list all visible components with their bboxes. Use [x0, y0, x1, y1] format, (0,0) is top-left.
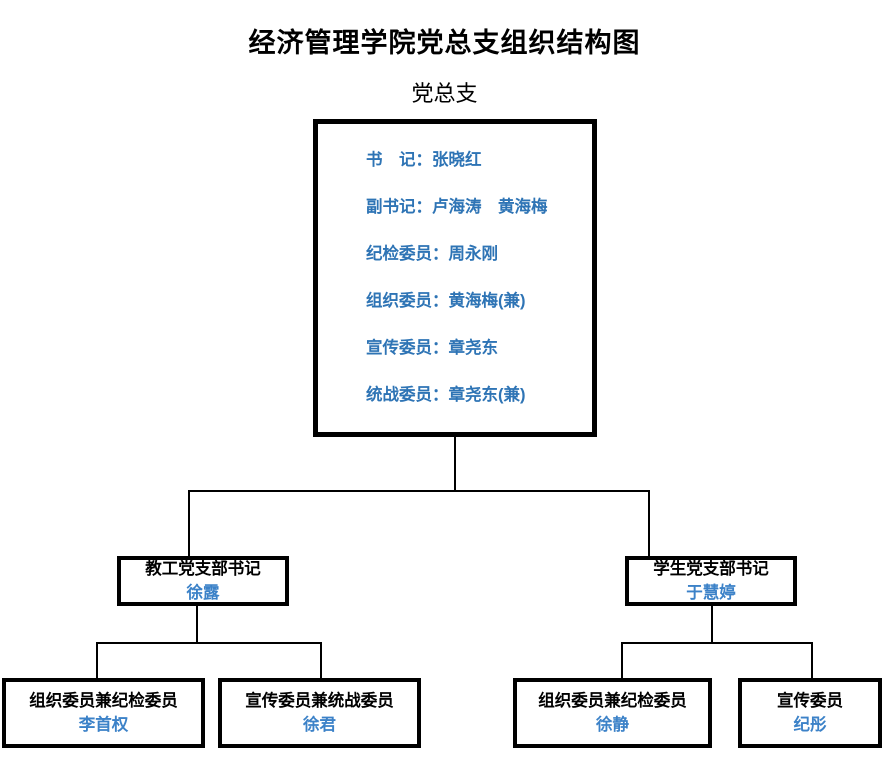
root-position-deputy-secretary: 副书记：卢海涛 黄海梅 [318, 197, 592, 218]
root-position-united-front-member: 统战委员：章尧东(兼) [318, 385, 592, 406]
node-faculty-pub-name: 徐君 [303, 715, 336, 734]
root-position-united-front-member-text: 统战委员：章尧东(兼) [366, 386, 526, 404]
connector-faculty-child-right-drop [320, 642, 322, 678]
connector-student-branch-drop [648, 490, 650, 556]
page-title: 经济管理学院党总支组织结构图 [248, 28, 641, 58]
node-faculty-branch-secretary[interactable]: 教工党支部书记 徐露 [117, 556, 289, 606]
node-student-pub-role: 宣传委员 [777, 691, 843, 710]
chart-subtitle: 党总支 [411, 81, 478, 106]
root-position-organization-member-text: 组织委员：黄海梅(兼) [366, 292, 526, 310]
root-position-discipline-member-text: 纪检委员：周永刚 [366, 245, 498, 263]
connector-faculty-branch-drop [188, 490, 190, 556]
node-faculty-branch-name: 徐露 [186, 583, 220, 602]
connector-student-stem [711, 606, 713, 643]
root-position-discipline-member: 纪检委员：周永刚 [318, 244, 592, 265]
connector-level2-horizontal [188, 490, 650, 492]
node-faculty-org-role: 组织委员兼纪检委员 [29, 691, 178, 710]
root-position-deputy-secretary-text: 副书记：卢海涛 黄海梅 [366, 198, 548, 216]
root-position-publicity-member: 宣传委员：章尧东 [318, 338, 592, 359]
node-party-general-branch[interactable]: 书 记：张晓红 副书记：卢海涛 黄海梅 纪检委员：周永刚 组织委员：黄海梅(兼)… [313, 119, 597, 437]
root-position-organization-member: 组织委员：黄海梅(兼) [318, 291, 592, 312]
node-student-org-role: 组织委员兼纪检委员 [538, 691, 687, 710]
root-position-publicity-member-text: 宣传委员：章尧东 [366, 339, 498, 357]
root-position-secretary: 书 记：张晓红 [318, 150, 592, 171]
node-faculty-branch-role: 教工党支部书记 [145, 559, 261, 578]
connector-faculty-child-left-drop [96, 642, 98, 678]
node-faculty-pub-role: 宣传委员兼统战委员 [245, 691, 394, 710]
connector-root-stem [454, 437, 456, 491]
connector-student-horizontal [621, 642, 813, 644]
node-student-publicity-member[interactable]: 宣传委员 纪彤 [738, 678, 882, 748]
node-faculty-publicity-united-front-member[interactable]: 宣传委员兼统战委员 徐君 [218, 678, 421, 748]
node-student-branch-role: 学生党支部书记 [653, 559, 769, 578]
node-faculty-org-name: 李首权 [78, 715, 129, 734]
connector-student-child-left-drop [621, 642, 623, 678]
connector-faculty-horizontal [96, 642, 322, 644]
node-student-branch-name: 于慧婷 [686, 583, 736, 602]
node-student-branch-secretary[interactable]: 学生党支部书记 于慧婷 [625, 556, 797, 606]
root-position-secretary-text: 书 记：张晓红 [366, 151, 482, 169]
connector-faculty-stem [196, 606, 198, 643]
node-student-organization-discipline-member[interactable]: 组织委员兼纪检委员 徐静 [513, 678, 712, 748]
node-student-pub-name: 纪彤 [793, 715, 827, 734]
node-student-org-name: 徐静 [596, 715, 629, 734]
connector-student-child-right-drop [811, 642, 813, 678]
node-faculty-organization-discipline-member[interactable]: 组织委员兼纪检委员 李首权 [2, 678, 205, 748]
